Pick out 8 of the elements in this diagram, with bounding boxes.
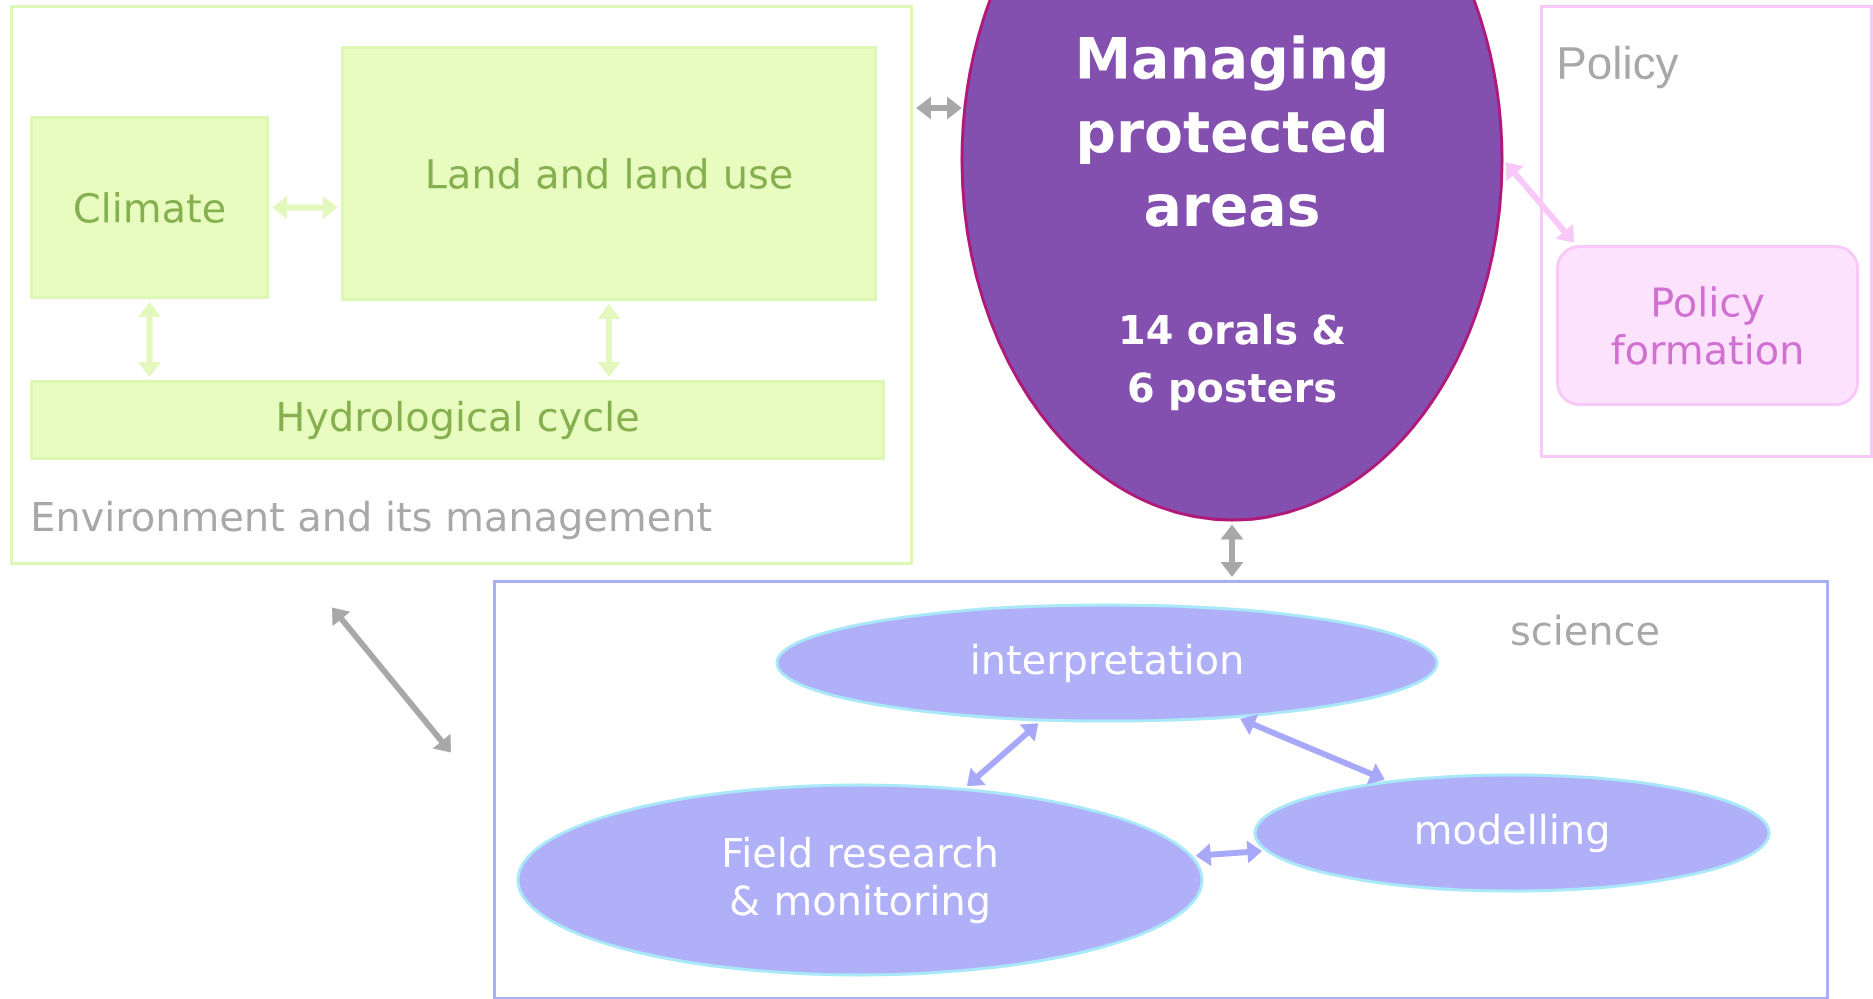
process-box: Land and land use (341, 46, 877, 301)
process-box: Hydrological cycle (30, 380, 885, 460)
process-box: Climate (30, 116, 269, 299)
process-box: Policy formation (1556, 245, 1860, 406)
group-title: Environment and its management (34, 500, 712, 540)
group-title: science (1512, 614, 1658, 646)
group-title: Policy (1560, 45, 1679, 89)
arrow (1505, 162, 1574, 243)
